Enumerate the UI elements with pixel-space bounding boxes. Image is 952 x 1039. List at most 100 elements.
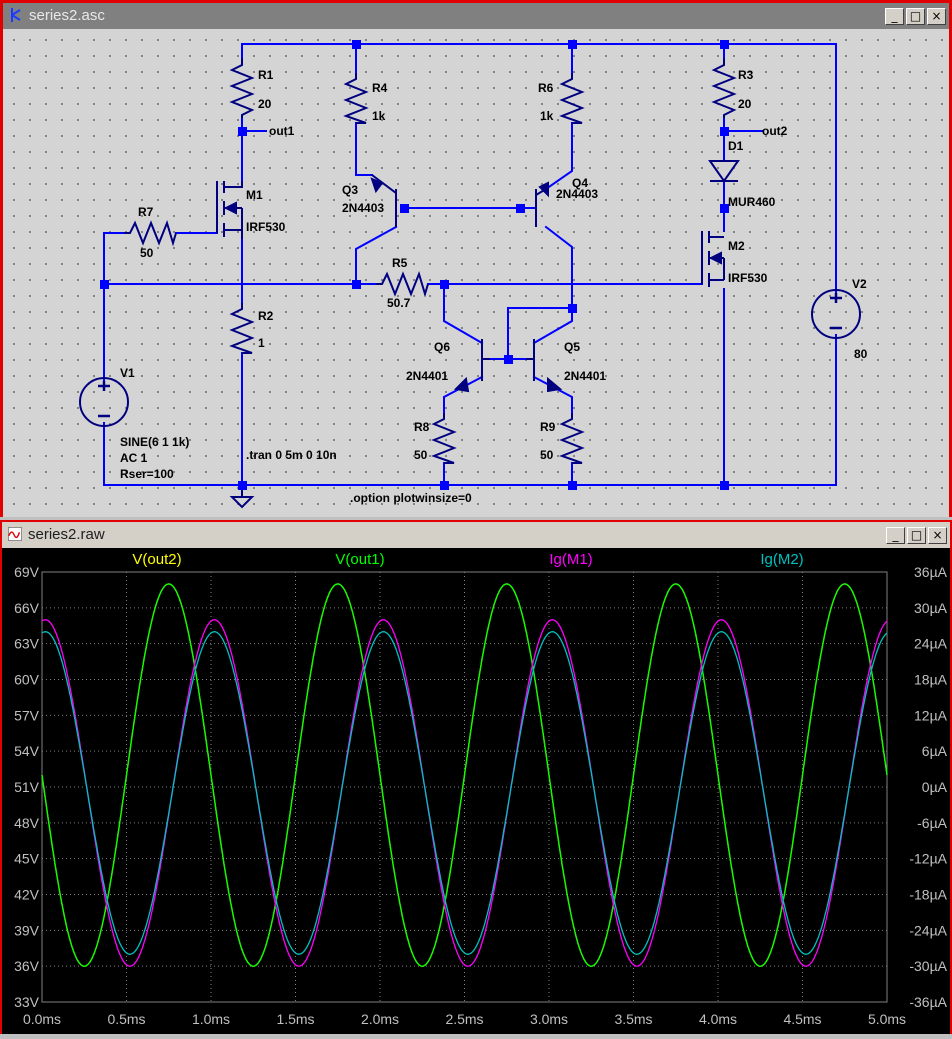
legend-entry: Ig(M1) xyxy=(549,551,592,568)
r1-name: R1 xyxy=(258,68,274,82)
legend-entry: Ig(M2) xyxy=(760,551,803,568)
y-left-tick-label: 51V xyxy=(14,779,40,795)
m2-name: M2 xyxy=(728,239,745,253)
r1-value: 20 xyxy=(258,97,272,111)
r3-symbol xyxy=(711,58,737,118)
close-button[interactable]: × xyxy=(928,527,947,544)
y-right-tick-label: -18µA xyxy=(909,887,947,903)
trace-v-out1- xyxy=(41,583,888,967)
close-button[interactable]: × xyxy=(927,8,946,25)
schematic-titlebar[interactable]: series2.asc _ □ × xyxy=(3,3,949,29)
q3-value: 2N4403 xyxy=(342,201,384,215)
x-tick-label: 1.0ms xyxy=(192,1011,230,1027)
schematic-window-title: series2.asc xyxy=(29,7,105,24)
minimize-button[interactable]: _ xyxy=(885,8,904,25)
d1-symbol xyxy=(708,160,740,183)
semiconductors xyxy=(216,160,740,393)
option-directive[interactable]: .option plotwinsize=0 xyxy=(350,491,472,505)
x-tick-label: 5.0ms xyxy=(868,1011,906,1027)
waveform-window-title: series2.raw xyxy=(28,526,105,543)
y-right-tick-label: -6µA xyxy=(917,815,948,831)
schematic-canvas[interactable]: R1 20 R2 1 R3 20 R4 1k R6 1k R7 50 R5 50… xyxy=(3,29,949,517)
r9-name: R9 xyxy=(540,420,556,434)
q5-name: Q5 xyxy=(564,340,580,354)
r7-name: R7 xyxy=(138,205,154,219)
y-right-tick-label: 12µA xyxy=(914,707,948,723)
y-left-tick-label: 66V xyxy=(14,600,40,616)
minimize-button[interactable]: _ xyxy=(886,527,905,544)
y-left-tick-label: 60V xyxy=(14,672,40,688)
y-right-tick-label: 30µA xyxy=(914,600,948,616)
x-tick-label: 0.0ms xyxy=(23,1011,61,1027)
x-tick-label: 1.5ms xyxy=(276,1011,314,1027)
y-right-tick-label: 18µA xyxy=(914,672,948,688)
v2-value: 80 xyxy=(854,347,868,361)
r9-symbol xyxy=(559,413,585,464)
r2-symbol xyxy=(229,303,255,354)
waveform-titlebar[interactable]: series2.raw _ □ × xyxy=(2,522,950,548)
m1-symbol xyxy=(216,181,243,239)
r8-symbol xyxy=(431,413,457,464)
waveform-app-icon xyxy=(8,527,22,541)
v1-line2: AC 1 xyxy=(120,451,148,465)
q6-symbol xyxy=(453,339,490,393)
v1-line3: Rser=100 xyxy=(120,467,174,481)
r8-value: 50 xyxy=(414,448,428,462)
y-left-tick-label: 54V xyxy=(14,743,40,759)
wires xyxy=(103,43,837,486)
q4-name: Q4 xyxy=(572,176,588,190)
y-left-tick-label: 42V xyxy=(14,887,40,903)
trace-ig-m2- xyxy=(41,631,888,955)
net-label-out1[interactable]: out1 xyxy=(269,124,295,138)
y-left-tick-label: 57V xyxy=(14,707,40,723)
r3-name: R3 xyxy=(738,68,754,82)
r7-value: 50 xyxy=(140,246,154,260)
v1-line1: SINE(6 1 1k) xyxy=(120,435,189,449)
y-right-tick-label: -12µA xyxy=(909,851,947,867)
q4-symbol xyxy=(535,181,549,227)
x-tick-label: 2.0ms xyxy=(361,1011,399,1027)
y-right-tick-label: -30µA xyxy=(909,958,947,974)
v1-name: V1 xyxy=(120,366,135,380)
r4-name: R4 xyxy=(372,81,388,95)
y-right-tick-label: 36µA xyxy=(914,564,948,580)
x-tick-label: 2.5ms xyxy=(445,1011,483,1027)
r2-name: R2 xyxy=(258,309,274,323)
m1-name: M1 xyxy=(246,188,263,202)
r4-value: 1k xyxy=(372,109,386,123)
y-left-tick-label: 45V xyxy=(14,851,40,867)
legend-entry: V(out1) xyxy=(335,551,384,568)
y-left-tick-label: 69V xyxy=(14,564,40,580)
tran-directive[interactable]: .tran 0 5m 0 10n xyxy=(246,448,337,462)
r7-symbol xyxy=(124,219,177,247)
x-tick-label: 4.5ms xyxy=(783,1011,821,1027)
r1-symbol xyxy=(229,58,255,118)
schematic-window[interactable]: series2.asc _ □ × xyxy=(0,0,952,517)
maximize-button[interactable]: □ xyxy=(907,527,926,544)
r5-symbol xyxy=(376,270,429,298)
y-left-tick-label: 33V xyxy=(14,994,40,1010)
x-tick-label: 4.0ms xyxy=(699,1011,737,1027)
net-label-out2[interactable]: out2 xyxy=(762,124,788,138)
q6-name: Q6 xyxy=(434,340,450,354)
y-right-tick-label: -36µA xyxy=(909,994,947,1010)
schematic-drawing: R1 20 R2 1 R3 20 R4 1k R6 1k R7 50 R5 50… xyxy=(79,40,868,509)
r5-name: R5 xyxy=(392,256,408,270)
legend-entry: V(out2) xyxy=(132,551,181,568)
q5-value: 2N4401 xyxy=(564,369,606,383)
q4-value: 2N4403 xyxy=(556,187,598,201)
q3-name: Q3 xyxy=(342,183,358,197)
m2-value: IRF530 xyxy=(728,271,768,285)
y-left-tick-label: 48V xyxy=(14,815,40,831)
y-left-tick-label: 63V xyxy=(14,636,40,652)
maximize-button[interactable]: □ xyxy=(906,8,925,25)
r8-name: R8 xyxy=(414,420,430,434)
y-left-tick-label: 36V xyxy=(14,958,40,974)
plot-traces xyxy=(41,583,888,967)
x-tick-label: 3.0ms xyxy=(530,1011,568,1027)
y-right-tick-label: 24µA xyxy=(914,636,948,652)
